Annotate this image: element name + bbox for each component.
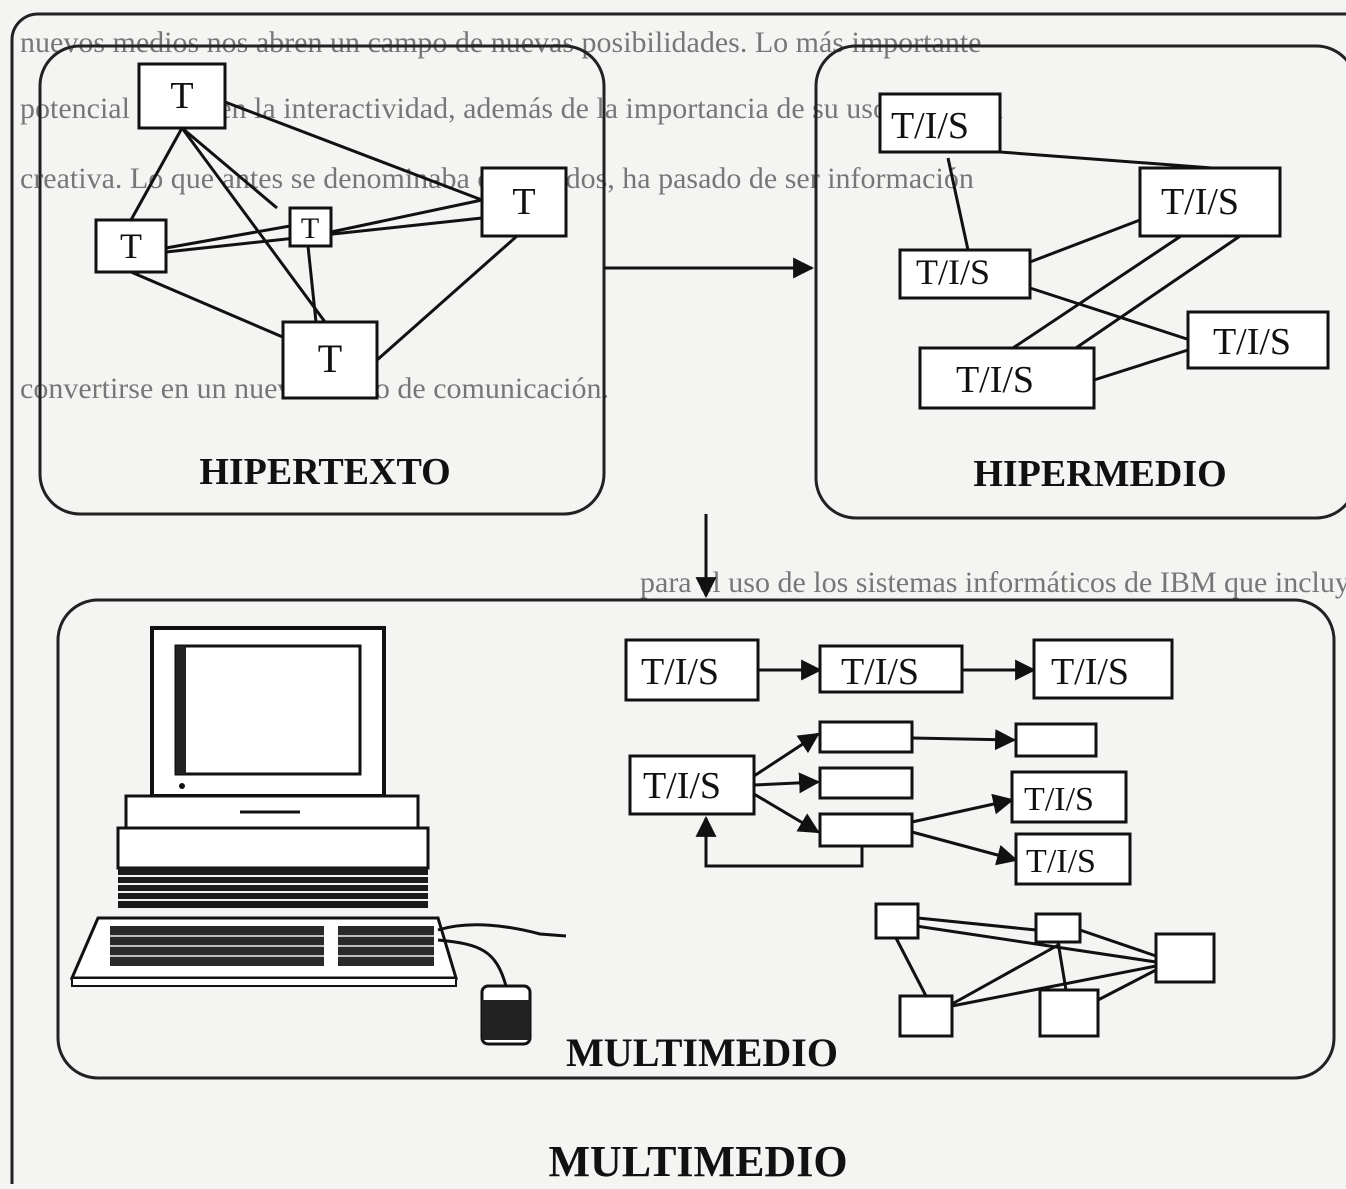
- branch-node-blank-2: [820, 768, 912, 798]
- hypermedia-node-2-label: T/I/S: [1161, 181, 1239, 223]
- hypertext-node-3-label: T: [301, 212, 319, 245]
- network-node-3: [1156, 934, 1214, 982]
- hypermedia-node-5: T/I/S: [920, 348, 1094, 408]
- branch-root-label: T/I/S: [643, 765, 721, 807]
- branch-node-blank-4: [1016, 724, 1096, 756]
- network-node-5: [1040, 990, 1098, 1036]
- sequence-node-2: T/I/S: [820, 646, 962, 693]
- network-node-1: [876, 904, 918, 938]
- multimedia-network: [876, 904, 1214, 1036]
- branch-leaf-node-1: T/I/S: [1012, 772, 1126, 822]
- branch-leaf-node-2: T/I/S: [1016, 834, 1130, 884]
- hypermedia-node-5-label: T/I/S: [956, 359, 1034, 401]
- hypertext-panel-label: HIPERTEXTO: [199, 451, 450, 493]
- multimedia-panel-label: MULTIMEDIO: [566, 1030, 838, 1075]
- sequence-node-1-label: T/I/S: [641, 651, 719, 693]
- hypermedia-panel-label: HIPERMEDIO: [973, 453, 1226, 495]
- hypermedia-node-4: T/I/S: [1188, 312, 1328, 368]
- hypermedia-node-3-label: T/I/S: [916, 252, 990, 292]
- multimedia-branching: T/I/S T/I/S T/I/S: [630, 722, 1130, 884]
- hypermedia-node-1: T/I/S: [880, 94, 1000, 152]
- network-links: [896, 918, 1156, 1006]
- hypertext-node-2: T: [96, 220, 166, 272]
- computer-icon: [72, 628, 566, 1044]
- hypertext-node-2-label: T: [120, 226, 142, 266]
- branch-leaf-2-label: T/I/S: [1026, 843, 1096, 880]
- multimedia-panel: T/I/S T/I/S T/I/S T/I/S: [58, 600, 1334, 1078]
- sequence-node-2-label: T/I/S: [841, 651, 919, 693]
- branch-node-blank-3: [820, 814, 912, 846]
- network-node-2: [1036, 914, 1080, 942]
- branch-leaf-1-label: T/I/S: [1024, 781, 1094, 818]
- hypertext-node-1-label: T: [170, 75, 193, 117]
- hypertext-node-5: T: [283, 322, 377, 398]
- hypertext-node-4: T: [482, 168, 566, 236]
- monitor: [152, 628, 384, 796]
- keyboard: [72, 918, 456, 986]
- hypermedia-panel: T/I/S T/I/S T/I/S T/I/S T/I/S HIPERMEDIO: [816, 46, 1346, 518]
- branch-root-node: T/I/S: [630, 756, 754, 814]
- hypertext-node-5-label: T: [318, 336, 342, 381]
- sequence-node-3: T/I/S: [1034, 640, 1172, 698]
- system-unit: [118, 796, 428, 908]
- hypermedia-node-1-label: T/I/S: [891, 105, 969, 147]
- sequence-node-1: T/I/S: [626, 640, 758, 700]
- figure-title: MULTIMEDIO: [548, 1137, 847, 1184]
- branch-node-blank-1: [820, 722, 912, 752]
- multimedia-sequence: T/I/S T/I/S T/I/S: [626, 640, 1172, 700]
- sequence-node-3-label: T/I/S: [1051, 651, 1129, 693]
- hypertext-node-1: T: [139, 64, 225, 128]
- bg-line-5: para el uso de los sistemas informáticos…: [640, 566, 1346, 599]
- hypertext-node-3: T: [290, 208, 331, 246]
- hypermedia-node-2: T/I/S: [1140, 168, 1280, 236]
- hypertext-node-4-label: T: [512, 181, 535, 223]
- hypermedia-node-3: T/I/S: [900, 250, 1030, 298]
- network-node-4: [900, 996, 952, 1036]
- hypermedia-node-4-label: T/I/S: [1213, 321, 1291, 363]
- mouse: [438, 925, 566, 1044]
- bg-line-1: nuevos medios nos abren un campo de nuev…: [20, 26, 981, 59]
